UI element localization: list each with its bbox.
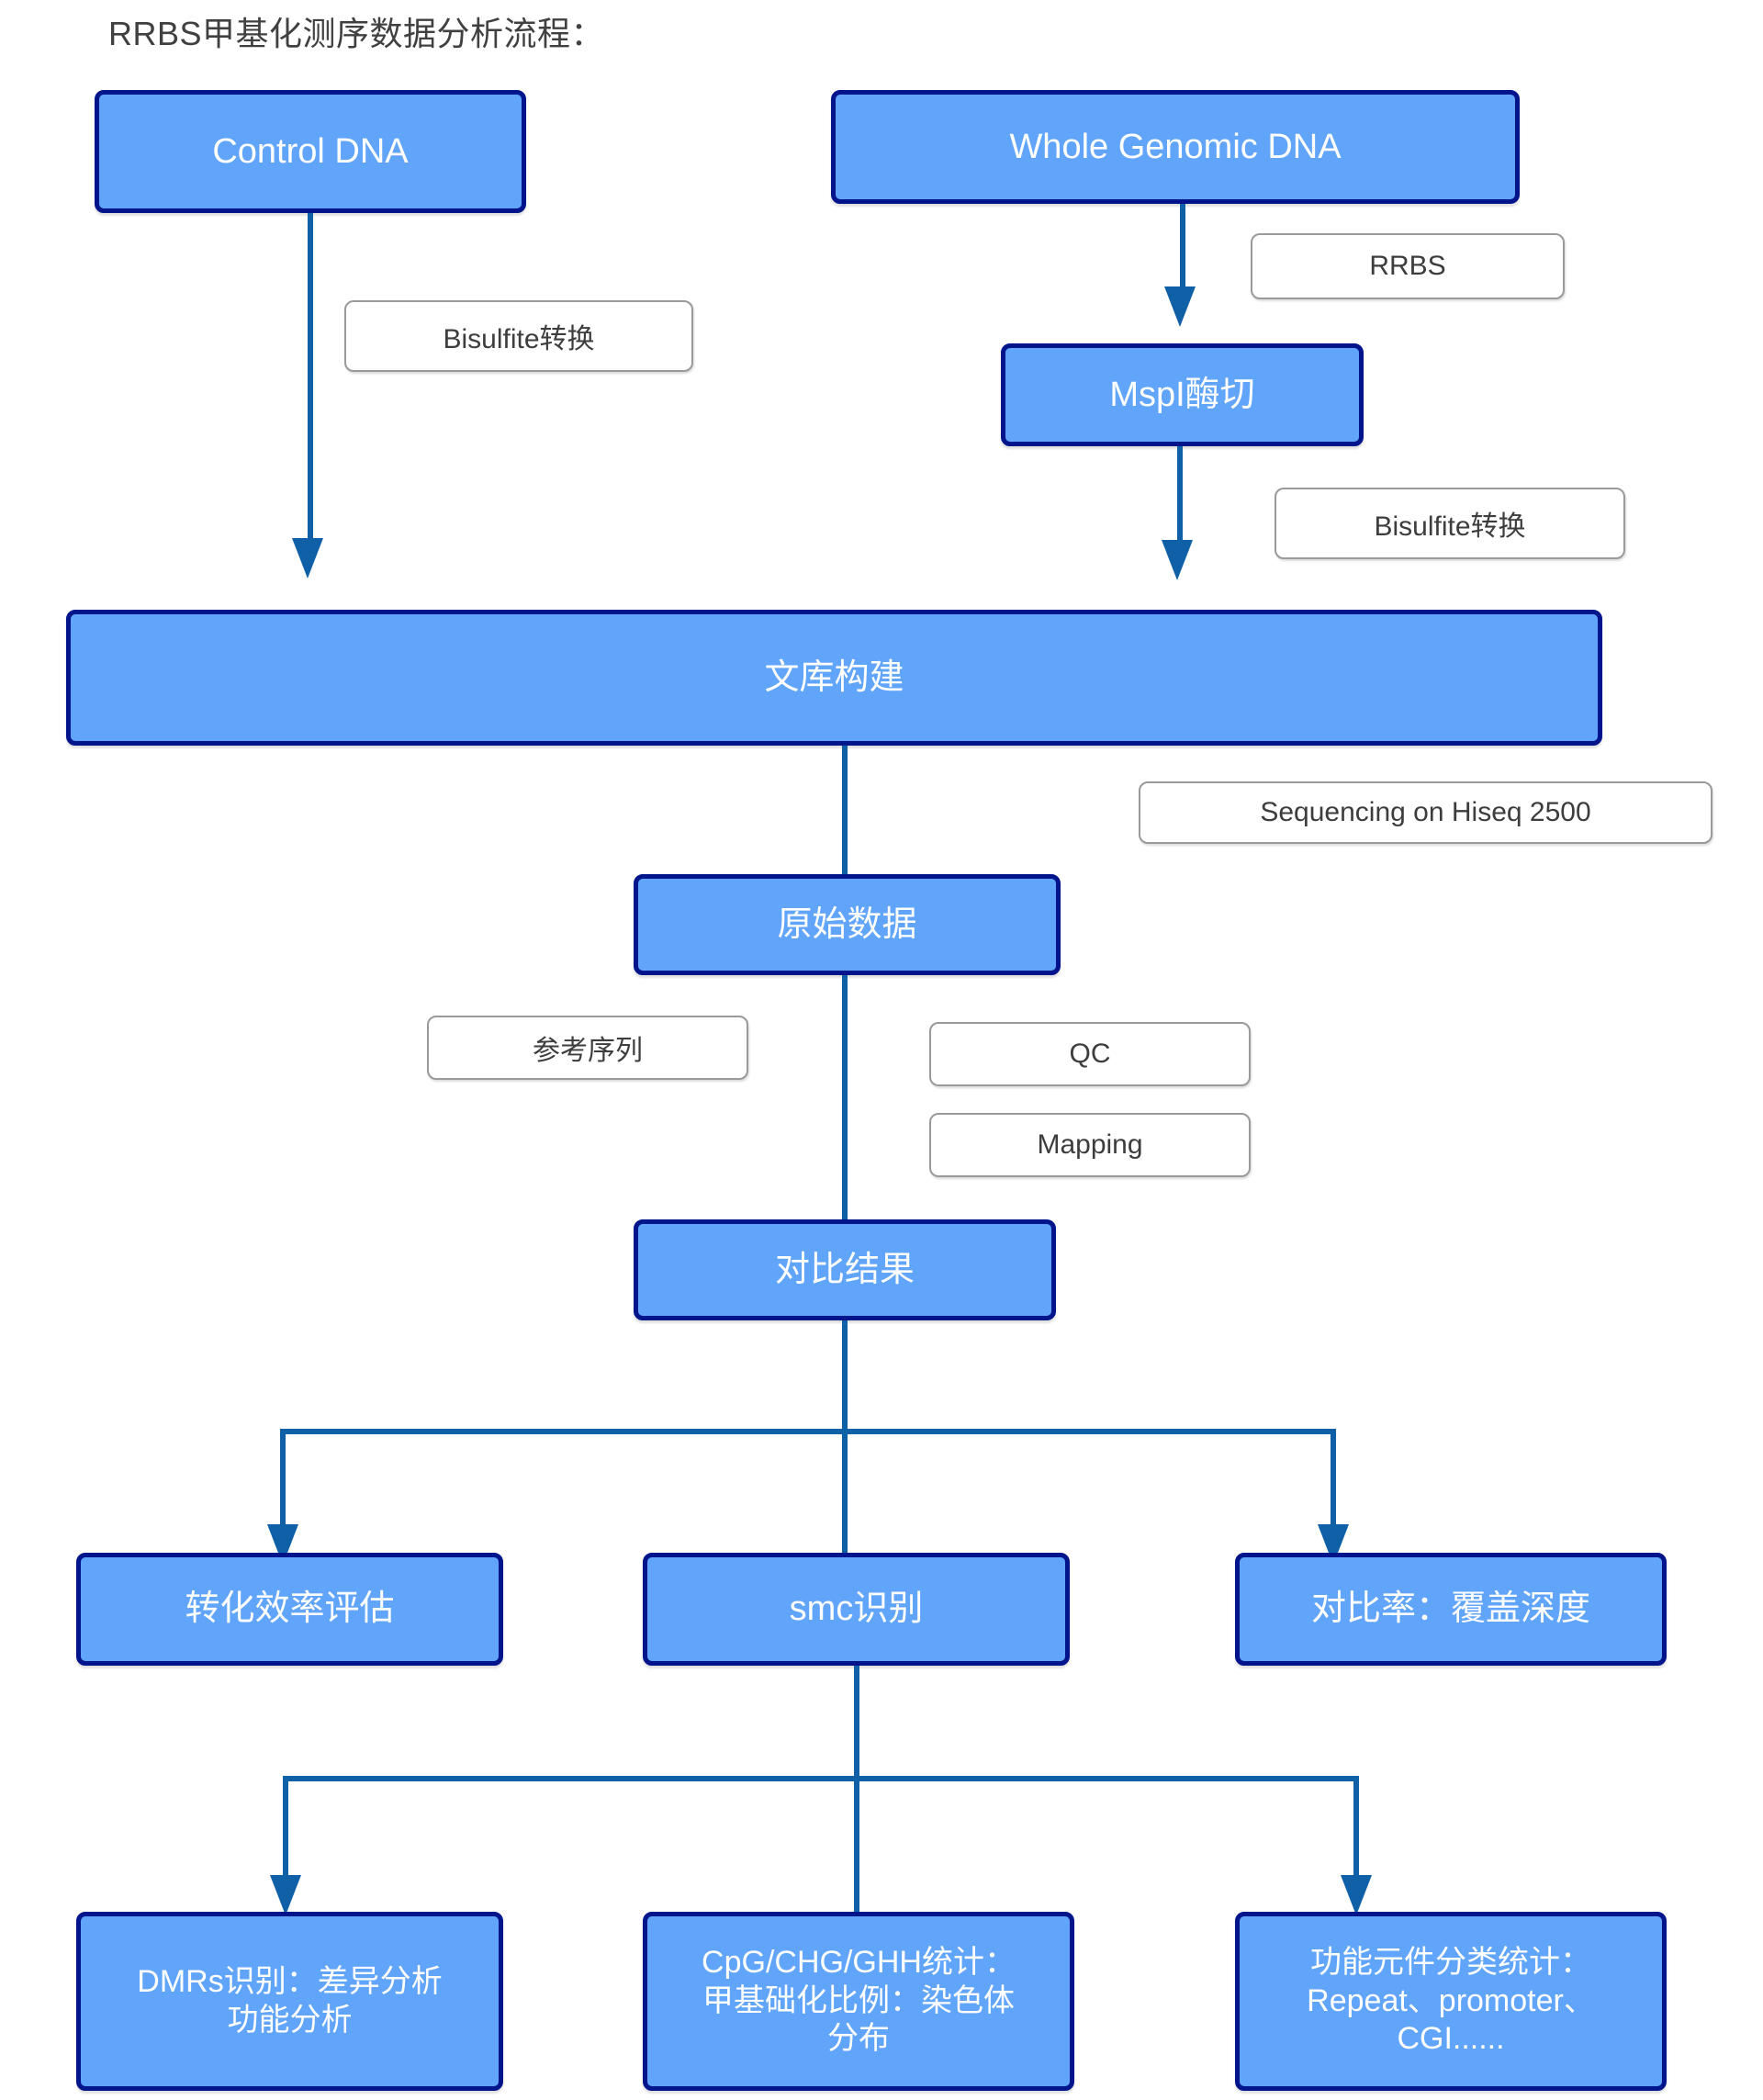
annotation-bisulfite-right[interactable]: Bisulfite转换 [1275,488,1625,559]
connector-rawdata-to-alignment [842,975,848,1219]
annotation-mapping[interactable]: Mapping [929,1113,1251,1177]
arrowhead-mspi-to-library [1162,540,1193,580]
process-box-alignment-result[interactable]: 对比结果 [634,1219,1056,1320]
connector-smc-down-stem [854,1666,859,1781]
page-title: RRBS甲基化测序数据分析流程： [108,15,605,52]
connector-alignment-to-smc [842,1429,848,1574]
process-box-mspi-digestion[interactable]: MspI酶切 [1001,343,1364,446]
process-box-dmrs[interactable]: DMRs识别：差异分析 功能分析 [76,1912,503,2091]
connector-smc-split-bar [283,1776,1359,1781]
connector-control-dna-to-library [308,213,313,549]
process-box-whole-genomic-dna[interactable]: Whole Genomic DNA [831,90,1520,204]
connector-mspi-to-library [1177,446,1183,549]
process-box-control-dna[interactable]: Control DNA [95,90,526,213]
annotation-sequencing[interactable]: Sequencing on Hiseq 2500 [1139,781,1712,844]
functional-elements-line-3: CGI...... [1397,2021,1505,2057]
connector-smc-to-dmrs [283,1776,288,1886]
arrowhead-control-dna-to-library [292,538,323,578]
connector-smc-to-functional-elements [1353,1776,1359,1886]
connector-alignment-to-mapping-rate [1331,1429,1336,1535]
process-box-conversion-efficiency[interactable]: 转化效率评估 [76,1553,503,1666]
cpg-stats-line-1: CpG/CHG/GHH统计： [702,1945,1016,1981]
process-box-mapping-rate-depth[interactable]: 对比率：覆盖深度 [1235,1553,1667,1666]
process-box-library-construction[interactable]: 文库构建 [66,610,1602,746]
process-box-cpg-stats[interactable]: CpG/CHG/GHH统计： 甲基础化比例：染色体 分布 [643,1912,1074,2091]
annotation-bisulfite-left[interactable]: Bisulfite转换 [344,300,693,372]
annotation-rrbs[interactable]: RRBS [1251,233,1565,299]
process-box-functional-elements[interactable]: 功能元件分类统计： Repeat、promoter、 CGI...... [1235,1912,1667,2091]
functional-elements-line-1: 功能元件分类统计： [1310,1945,1591,1981]
process-box-raw-data[interactable]: 原始数据 [634,874,1061,975]
dmrs-line-2: 功能分析 [227,2002,353,2038]
annotation-qc[interactable]: QC [929,1022,1251,1086]
arrowhead-smc-to-dmrs [270,1875,301,1915]
annotation-reference-sequence[interactable]: 参考序列 [427,1016,748,1080]
connector-smc-to-cpg [854,1776,859,1915]
connector-wgdna-to-mspi [1180,204,1185,294]
arrowhead-wgdna-to-mspi [1164,286,1196,327]
dmrs-line-1: DMRs识别：差异分析 [137,1964,443,2000]
connector-alignment-down-stem [842,1320,848,1451]
connector-alignment-to-conversion [280,1429,286,1535]
arrowhead-smc-to-functional-elements [1341,1875,1372,1915]
connector-library-to-rawdata [842,746,848,874]
connector-alignment-split-bar [280,1429,1336,1434]
cpg-stats-line-2: 甲基础化比例：染色体 [702,1982,1015,2018]
functional-elements-line-2: Repeat、promoter、 [1307,1982,1595,2018]
process-box-smc-identification[interactable]: smc识别 [643,1553,1070,1666]
cpg-stats-line-3: 分布 [826,2021,890,2057]
